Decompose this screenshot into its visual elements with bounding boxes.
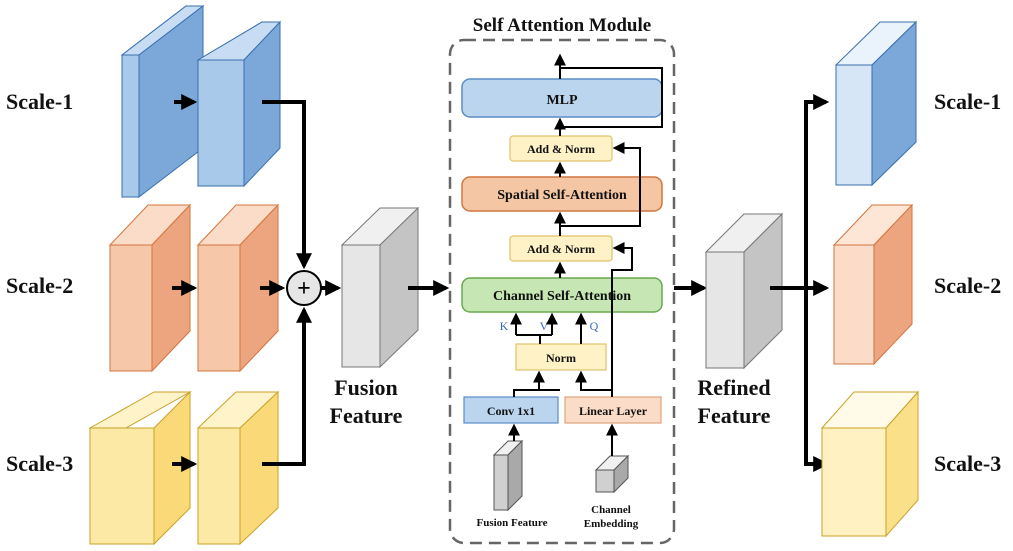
add-node: + — [286, 270, 322, 306]
fusion-label-line-1: Fusion — [334, 375, 398, 400]
refined-to-scale-3-arrow — [804, 288, 830, 472]
conv-box — [463, 396, 559, 424]
right-scale-3-label: Scale-3 — [934, 451, 1001, 476]
add-norm-top-label: Add & Norm — [527, 142, 595, 156]
left-scale-2-label: Scale-2 — [6, 273, 73, 298]
refined-feature-block — [704, 212, 784, 370]
refined-label-line-1: Refined — [697, 375, 770, 400]
scale-3-processed-block — [196, 390, 280, 546]
add-norm-bottom-label: Add & Norm — [527, 242, 595, 256]
q-label: Q — [590, 319, 599, 333]
scale-1-to-add-arrow — [262, 100, 312, 270]
fusion-input-label: Fusion Feature — [477, 517, 548, 529]
linear-layer-box — [564, 396, 662, 424]
scale-2-input-block — [108, 203, 192, 373]
right-scale-2-label: Scale-2 — [934, 273, 1001, 298]
scale-1-input-block — [120, 4, 205, 199]
scale-3-input-block — [88, 390, 192, 546]
right-scale-1-label: Scale-1 — [934, 89, 1001, 114]
fusion-feature-block — [340, 206, 420, 369]
k-label: K — [500, 319, 509, 333]
left-scale-3-label: Scale-3 — [6, 451, 73, 476]
fusion-feature-input-block — [492, 439, 524, 512]
left-scale-1-label: Scale-1 — [6, 89, 73, 114]
module-arrows — [508, 53, 663, 456]
norm-box — [515, 343, 607, 371]
channel-embedding-block — [594, 454, 630, 494]
plus-symbol: + — [297, 276, 311, 302]
linear-layer-label: Linear Layer — [579, 404, 648, 418]
mlp-label: MLP — [546, 93, 578, 108]
output-scale-2-block — [832, 203, 914, 366]
fusion-label-line-2: Feature — [330, 403, 403, 428]
output-scale-1-block — [834, 20, 918, 187]
module-title: Self Attention Module — [473, 15, 651, 36]
module-border — [448, 38, 676, 545]
scale-3-to-add-arrow — [262, 306, 312, 466]
scale-2-processed-block — [196, 203, 280, 373]
refined-to-scale-1-arrow — [804, 94, 830, 288]
channel-embedding-label-line-2: Embedding — [584, 518, 639, 530]
spatial-attention-box — [461, 176, 663, 212]
output-scale-3-block — [820, 390, 920, 538]
conv-label: Conv 1x1 — [487, 404, 535, 418]
norm-label: Norm — [546, 351, 576, 365]
channel-embedding-label-line-1: Channel — [591, 504, 631, 516]
refined-label-line-2: Feature — [698, 403, 771, 428]
spatial-attention-label: Spatial Self-Attention — [497, 188, 627, 203]
channel-attention-label: Channel Self-Attention — [493, 289, 631, 304]
v-label: V — [540, 319, 549, 333]
